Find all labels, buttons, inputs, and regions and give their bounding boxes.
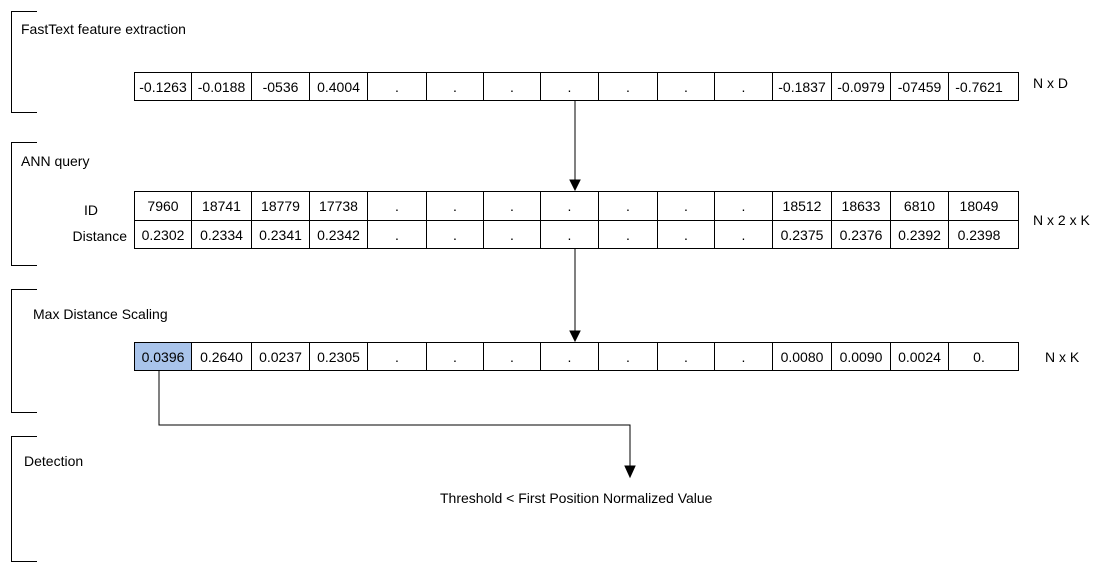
scaled-value-cell: 0.2640 xyxy=(192,343,252,370)
neighbor-id-cell: 17738 xyxy=(310,192,368,220)
neighbor-distance-cell: . xyxy=(658,221,715,248)
feature-value-cell: -07459 xyxy=(891,73,949,100)
detection-title: Detection xyxy=(24,453,84,469)
detection-result-text: Threshold < First Position Normalized Va… xyxy=(440,490,713,506)
scaled-value-cell: . xyxy=(427,343,484,370)
neighbor-id-cell: 6810 xyxy=(891,192,949,220)
scaled-value-cell: 0. xyxy=(973,348,985,365)
feature-value-cell: -0.0979 xyxy=(832,73,891,100)
feature-value-cell: . xyxy=(427,73,484,100)
neighbor-distance-cell: 0.2398 xyxy=(957,226,1001,243)
neighbor-id-cell: 18512 xyxy=(773,192,832,220)
scaled-value-cell: . xyxy=(658,343,715,370)
arrow-scaling-to-detection xyxy=(158,371,631,467)
neighbor-distance-cell: 0.2341 xyxy=(252,221,310,248)
distance-row-label: Distance xyxy=(72,228,127,244)
neighbor-distance-cell: . xyxy=(715,221,773,248)
neighbor-id-cell: . xyxy=(427,192,484,220)
neighbor-distance-cell: . xyxy=(599,221,658,248)
scaling-dimension-label: N x K xyxy=(1045,349,1080,365)
scaling-title: Max Distance Scaling xyxy=(33,306,168,322)
arrowhead-scaling xyxy=(569,330,581,343)
neighbor-id-cell: 18049 xyxy=(959,198,999,214)
arrowhead-ann xyxy=(569,179,581,192)
neighbor-id-cell: . xyxy=(368,192,427,220)
neighbor-id-cell: . xyxy=(541,192,599,220)
scaled-value-cell: 0.2305 xyxy=(310,343,368,370)
feature-value-cell: . xyxy=(541,73,599,100)
feature-value-cell: -0536 xyxy=(252,73,310,100)
scaled-value-cell: 0.0024 xyxy=(891,343,949,370)
feature-extraction-title: FastText feature extraction xyxy=(21,21,186,37)
feature-extraction-bracket xyxy=(11,11,37,113)
feature-value-cell: . xyxy=(599,73,658,100)
ann-query-title: ANN query xyxy=(21,153,90,169)
neighbor-id-cell: 18779 xyxy=(252,192,310,220)
scaled-value-cell: 0.0080 xyxy=(773,343,832,370)
scaled-value-cell: . xyxy=(715,343,773,370)
neighbor-distance-cell: . xyxy=(484,221,541,248)
feature-value-cell: -0.1263 xyxy=(135,73,192,100)
feature-value-cell: . xyxy=(715,73,773,100)
neighbor-id-cell: . xyxy=(715,192,773,220)
ann-dimension-label: N x 2 x K xyxy=(1033,212,1090,228)
neighbor-distance-cell: 0.2376 xyxy=(832,221,891,248)
feature-dimension-label: N x D xyxy=(1033,75,1068,91)
scaled-value-cell: . xyxy=(541,343,599,370)
id-row-label: ID xyxy=(84,202,98,218)
feature-value-cell: -0.7621 xyxy=(955,78,1003,95)
ann-query-bracket xyxy=(11,142,37,266)
scaled-value-cell: . xyxy=(368,343,427,370)
neighbor-distance-cell: 0.2342 xyxy=(310,221,368,248)
neighbor-distance-cell: . xyxy=(427,221,484,248)
neighbor-distance-cell: . xyxy=(368,221,427,248)
neighbor-distance-cell: 0.2375 xyxy=(773,221,832,248)
neighbor-id-cell: . xyxy=(658,192,715,220)
feature-value-cell: . xyxy=(658,73,715,100)
feature-value-cell: . xyxy=(484,73,541,100)
detection-bracket xyxy=(11,436,37,562)
neighbor-id-cell: 7960 xyxy=(135,192,192,220)
arrowhead-detection xyxy=(624,465,636,479)
scaled-value-cell: 0.0090 xyxy=(832,343,891,370)
neighbor-id-cell: . xyxy=(599,192,658,220)
neighbor-id-cell: 18741 xyxy=(192,192,252,220)
scaled-value-cell: . xyxy=(599,343,658,370)
neighbor-id-cell: 18633 xyxy=(832,192,891,220)
neighbor-distance-cell: . xyxy=(541,221,599,248)
feature-value-cell: -0.1837 xyxy=(773,73,832,100)
feature-value-cell: 0.4004 xyxy=(310,73,368,100)
scaled-value-cell: 0.0237 xyxy=(252,343,310,370)
feature-value-cell: . xyxy=(368,73,427,100)
scaled-value-cell: . xyxy=(484,343,541,370)
feature-value-cell: -0.0188 xyxy=(192,73,252,100)
scaled-value-cell: 0.0396 xyxy=(135,343,192,370)
neighbor-id-cell: . xyxy=(484,192,541,220)
neighbor-distance-cell: 0.2302 xyxy=(135,221,192,248)
neighbor-distance-cell: 0.2334 xyxy=(192,221,252,248)
scaling-bracket xyxy=(11,289,37,413)
neighbor-distance-cell: 0.2392 xyxy=(891,221,949,248)
